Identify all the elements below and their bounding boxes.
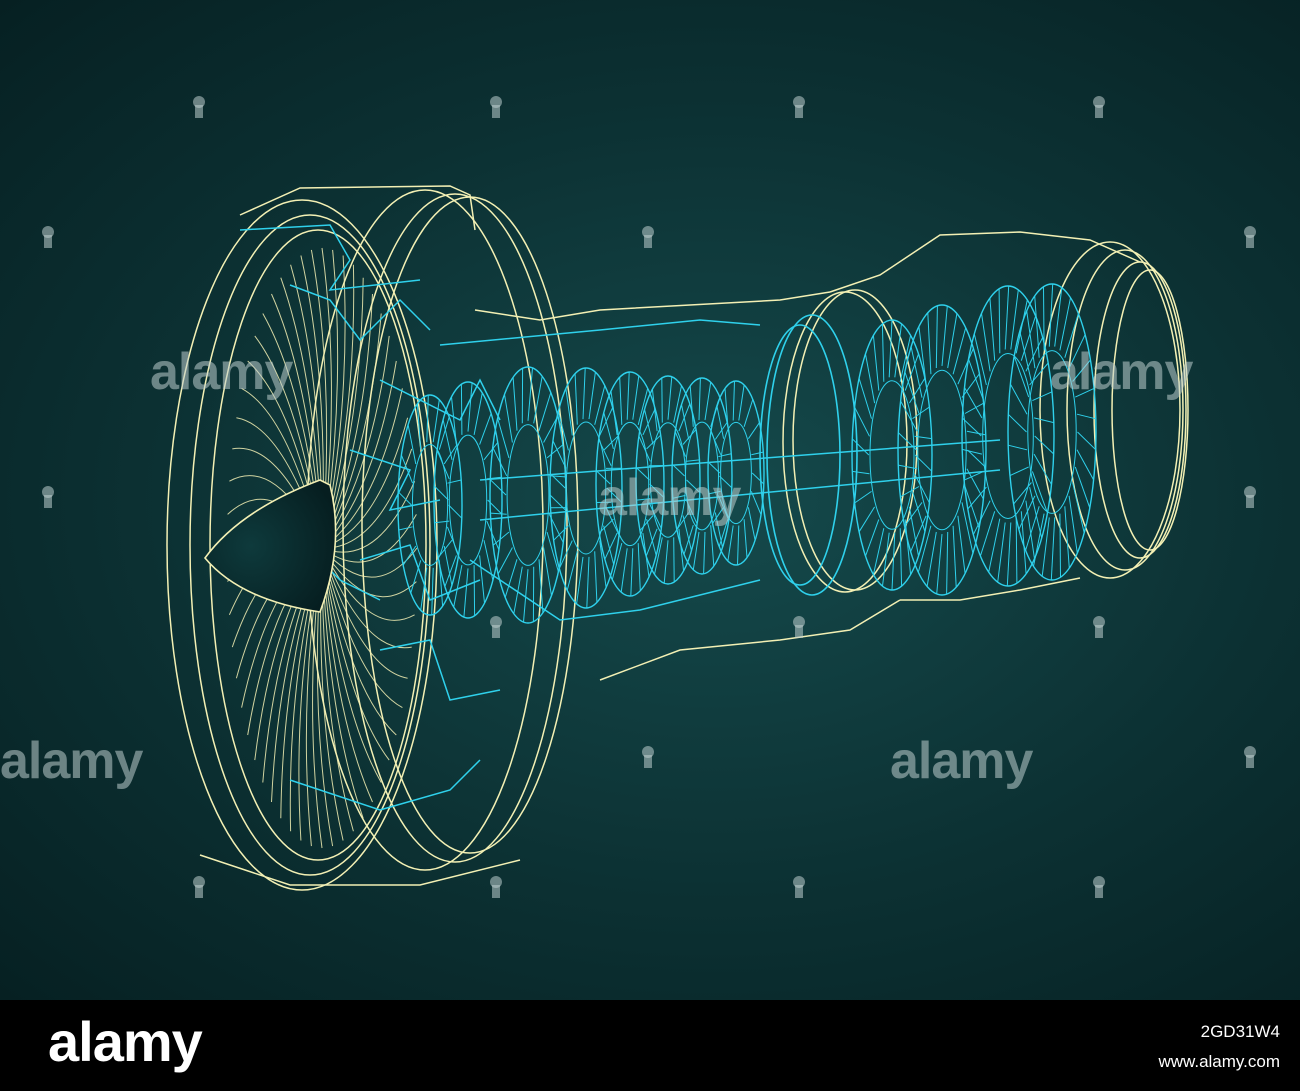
watermark-icon bbox=[42, 486, 54, 508]
watermark-text: alamy bbox=[1050, 343, 1193, 401]
watermark-icon bbox=[42, 226, 54, 248]
watermark-icon bbox=[1093, 876, 1105, 898]
watermark-icon bbox=[793, 616, 805, 638]
image-id: 2GD31W4 bbox=[1200, 1022, 1280, 1041]
watermark-icon bbox=[490, 876, 502, 898]
footer-bar: alamy 2GD31W4 www.alamy.com bbox=[0, 1000, 1300, 1091]
watermark-icon bbox=[1244, 226, 1256, 248]
watermark-icon bbox=[1093, 616, 1105, 638]
watermark-icon bbox=[490, 616, 502, 638]
illustration-canvas: alamy alamy alamy alamy alamy bbox=[0, 0, 1300, 1000]
watermark-icon bbox=[642, 226, 654, 248]
engine-casing bbox=[166, 185, 1189, 891]
site-url: www.alamy.com bbox=[1158, 1052, 1280, 1071]
watermark-icon bbox=[490, 96, 502, 118]
turbofan-engine-drawing bbox=[166, 185, 1189, 891]
watermark-icon bbox=[193, 876, 205, 898]
watermark-icon bbox=[1093, 96, 1105, 118]
brand-logo: alamy bbox=[48, 1010, 203, 1073]
watermark-icon bbox=[1244, 486, 1256, 508]
watermark-icon bbox=[193, 96, 205, 118]
watermark-text: alamy bbox=[150, 343, 293, 401]
compressor-turbine-stages bbox=[397, 283, 1097, 624]
combustor-ring bbox=[759, 314, 858, 596]
watermark-text: alamy bbox=[598, 469, 741, 527]
watermark-icon bbox=[1244, 746, 1256, 768]
watermark-text: alamy bbox=[890, 732, 1033, 790]
watermark-text: alamy bbox=[0, 732, 143, 790]
watermark-icon bbox=[793, 96, 805, 118]
watermark-icon bbox=[793, 876, 805, 898]
spinner-cone bbox=[203, 479, 337, 613]
watermark-icon bbox=[642, 746, 654, 768]
